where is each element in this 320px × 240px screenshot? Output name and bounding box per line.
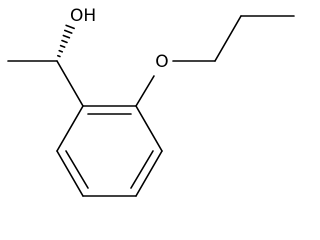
ring-bond-6 [56, 105, 84, 152]
hash-wedge-stroke [62, 34, 71, 39]
bond-ring-ether-oxygen [135, 75, 155, 107]
bond-propyl-c1-c2 [214, 15, 242, 62]
molecule-structure-diagram: OH O [7, 6, 295, 197]
ring-double-bond-inner-left [65, 150, 89, 189]
ether-oxygen-label: O [155, 52, 168, 72]
ring-bond-5 [56, 150, 84, 197]
hash-wedge-stroke [59, 44, 66, 48]
ring-bond-2 [135, 105, 163, 152]
bond-chiral-carbon-ring [56, 60, 84, 107]
hash-wedge-stroke [65, 24, 75, 30]
ring-bond-3 [135, 150, 163, 197]
hydroxyl-label: OH [70, 6, 96, 26]
benzene-ring [56, 105, 163, 197]
hash-wedge-stroke [58, 49, 64, 53]
hash-wedge-stroke [57, 54, 61, 58]
hash-wedge-stroke [63, 29, 73, 34]
hashed-wedge-bond-to-hydroxyl [57, 24, 75, 58]
ring-double-bond-inner-right [130, 150, 154, 189]
hash-wedge-stroke [61, 39, 68, 44]
